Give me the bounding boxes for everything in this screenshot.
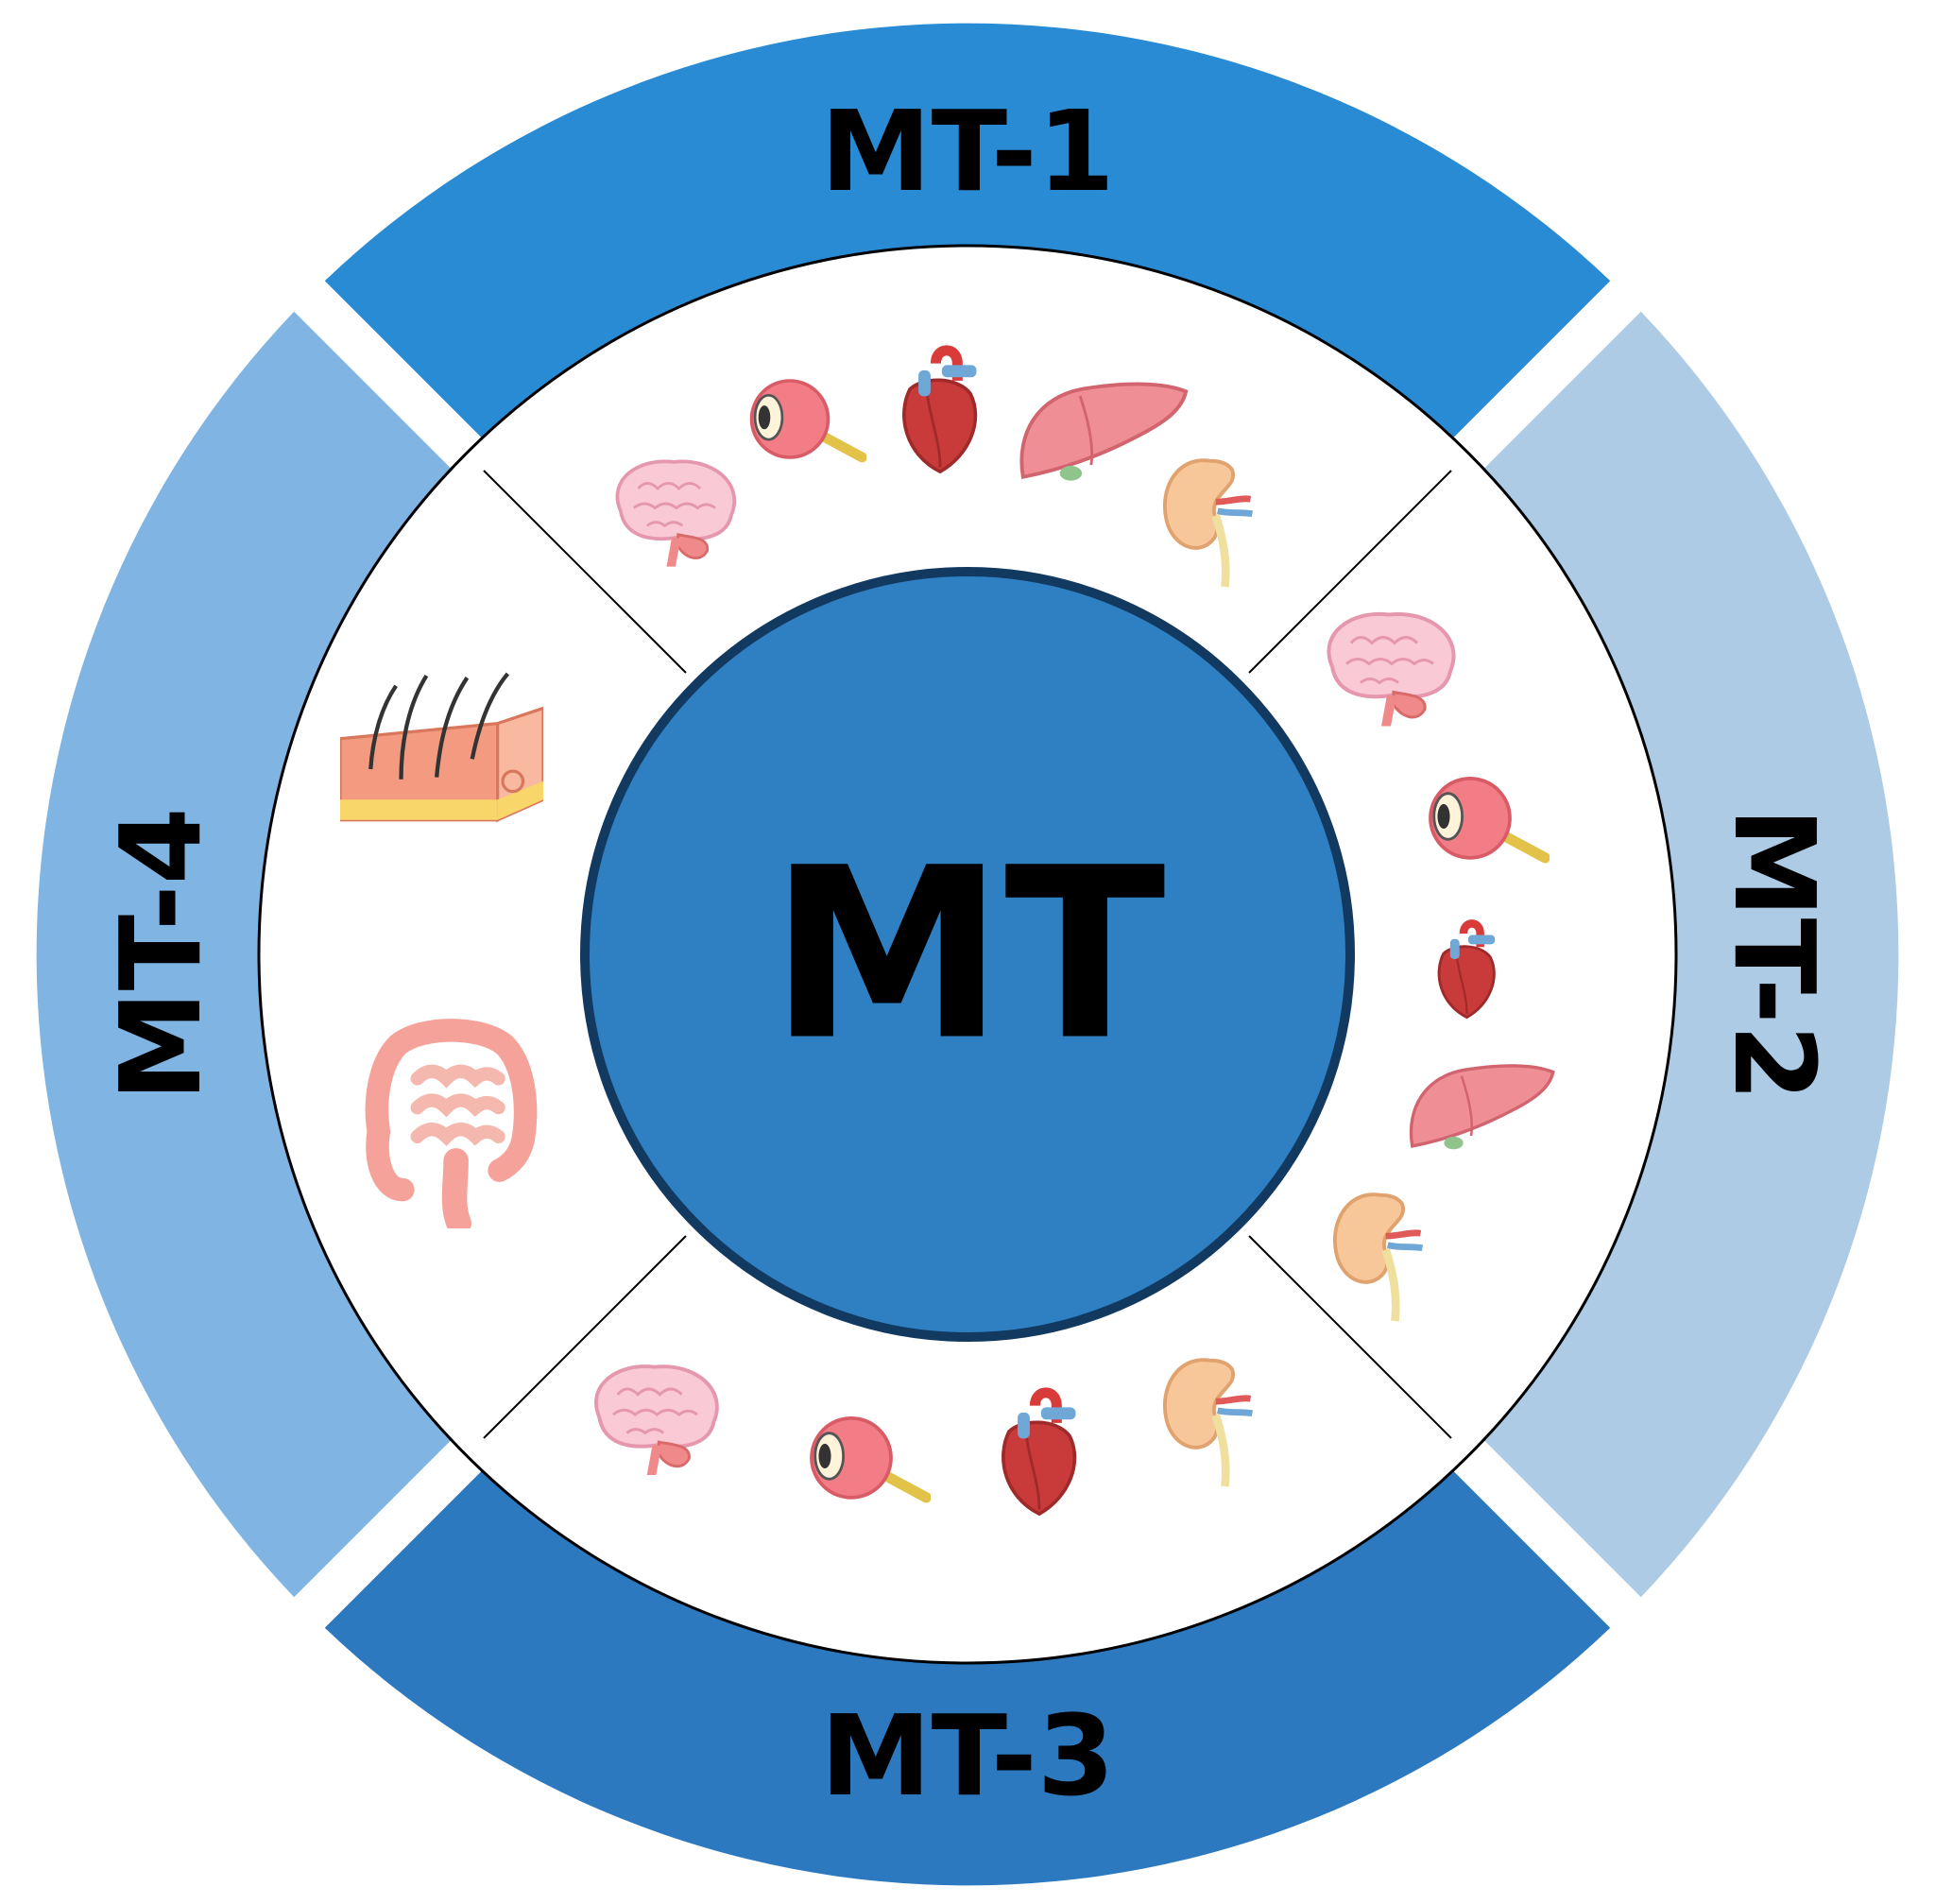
mt2-segment [1477,311,1899,1598]
mt4-label: MT-4 [95,807,226,1102]
ring-dividers [483,470,1452,1439]
mt3-label: MT-3 [820,1690,1115,1821]
mt2-label: MT-2 [1709,807,1840,1102]
mt1-segment [324,23,1611,445]
mt4-segment [36,311,458,1598]
mt3-segment [324,1464,1611,1886]
mt1-label: MT-1 [820,86,1115,216]
center-circle [580,567,1355,1342]
center-label: MT [769,817,1165,1092]
